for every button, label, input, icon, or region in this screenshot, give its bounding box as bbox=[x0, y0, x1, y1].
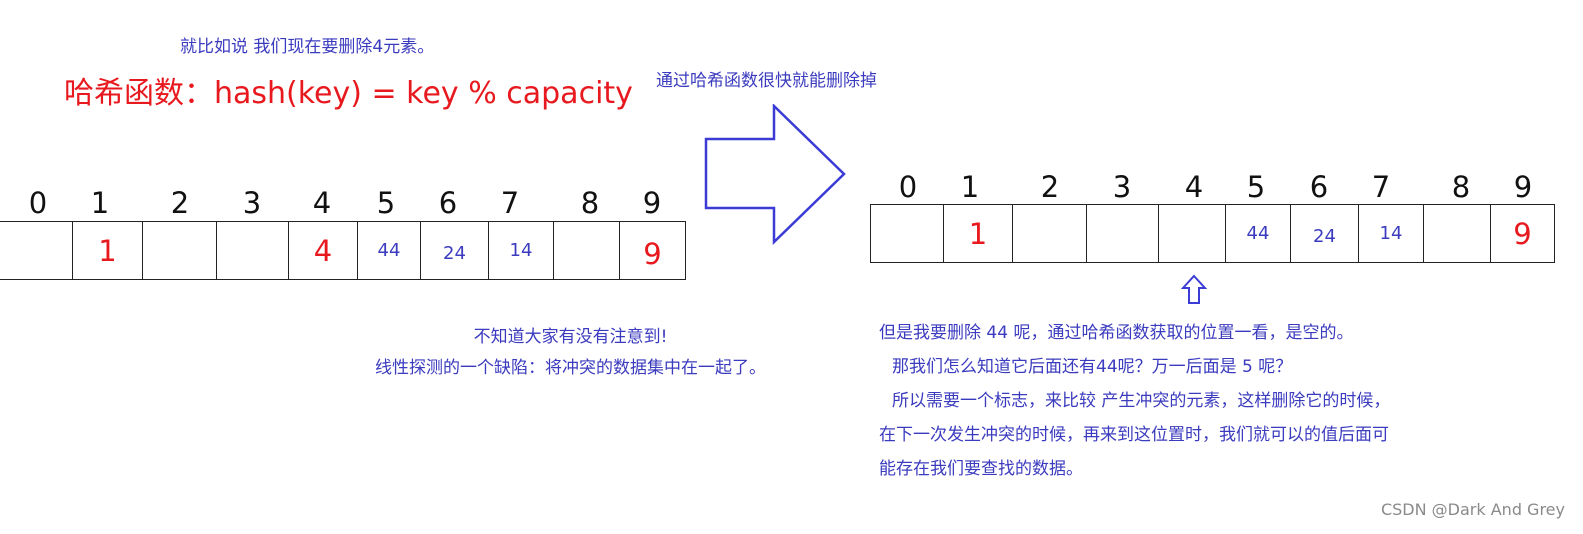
up-arrow-icon bbox=[1181, 274, 1207, 304]
left-slot-4: 4 bbox=[288, 221, 358, 280]
left-slot-9: 9 bbox=[619, 221, 686, 280]
left-index: 0 bbox=[28, 186, 48, 220]
left-index: 2 bbox=[170, 186, 190, 220]
right-index: 1 bbox=[960, 170, 980, 204]
right-index: 2 bbox=[1040, 170, 1060, 204]
right-index: 9 bbox=[1513, 170, 1533, 204]
left-index: 5 bbox=[376, 186, 396, 220]
middle-note-line: 线性探测的一个缺陷：将冲突的数据集中在一起了。 bbox=[375, 358, 766, 378]
left-slot-8 bbox=[553, 221, 620, 280]
left-slot-5: 44 bbox=[357, 221, 421, 280]
right-slot-2 bbox=[1012, 204, 1087, 263]
right-hash-table: 1 44 24 14 9 bbox=[870, 204, 1555, 263]
left-index: 7 bbox=[500, 186, 520, 220]
right-slot-1: 1 bbox=[943, 204, 1013, 263]
right-index: 5 bbox=[1246, 170, 1266, 204]
right-note: 但是我要删除 44 呢，通过哈希函数获取的位置一看，是空的。 那我们怎么知道它后… bbox=[879, 316, 1390, 486]
left-slot-7: 14 bbox=[488, 221, 554, 280]
hash-formula: 哈希函数：hash(key) = key % capacity bbox=[64, 76, 633, 111]
left-slot-1: 1 bbox=[72, 221, 143, 280]
top-note: 就比如说 我们现在要删除4元素。 bbox=[180, 37, 435, 57]
left-index: 8 bbox=[580, 186, 600, 220]
left-slot-6: 24 bbox=[420, 221, 489, 280]
right-note-line: 那我们怎么知道它后面还有44呢？万一后面是 5 呢？ bbox=[892, 357, 1293, 377]
middle-note: 不知道大家有没有注意到! 线性探测的一个缺陷：将冲突的数据集中在一起了。 bbox=[375, 322, 766, 384]
right-index: 7 bbox=[1371, 170, 1391, 204]
right-slot-6: 24 bbox=[1290, 204, 1359, 263]
left-slot-2 bbox=[142, 221, 217, 280]
left-index: 3 bbox=[242, 186, 262, 220]
right-index: 0 bbox=[898, 170, 918, 204]
right-slot-3 bbox=[1086, 204, 1159, 263]
middle-note-line: 不知道大家有没有注意到! bbox=[473, 327, 668, 347]
left-slot-0 bbox=[0, 221, 73, 280]
right-slot-4 bbox=[1158, 204, 1226, 263]
right-note-line: 但是我要删除 44 呢，通过哈希函数获取的位置一看，是空的。 bbox=[879, 323, 1354, 343]
left-slot-3 bbox=[216, 221, 289, 280]
right-index: 3 bbox=[1112, 170, 1132, 204]
arrow-label: 通过哈希函数很快就能删除掉 bbox=[656, 71, 877, 91]
right-index: 8 bbox=[1451, 170, 1471, 204]
right-note-line: 能存在我们要查找的数据。 bbox=[879, 459, 1083, 479]
right-arrow-icon bbox=[704, 104, 846, 245]
right-index: 4 bbox=[1184, 170, 1204, 204]
left-index: 9 bbox=[642, 186, 662, 220]
right-slot-5: 44 bbox=[1225, 204, 1291, 263]
watermark: CSDN @Dark And Grey bbox=[1380, 500, 1565, 519]
right-slot-8 bbox=[1423, 204, 1491, 263]
right-slot-9: 9 bbox=[1490, 204, 1555, 263]
right-slot-0 bbox=[870, 204, 944, 263]
right-note-line: 在下一次发生冲突的时候，再来到这位置时，我们就可以的值后面可 bbox=[879, 425, 1389, 445]
right-slot-7: 14 bbox=[1358, 204, 1424, 263]
left-index: 1 bbox=[90, 186, 110, 220]
right-note-line: 所以需要一个标志，来比较 产生冲突的元素，这样删除它的时候， bbox=[892, 391, 1391, 411]
right-index: 6 bbox=[1309, 170, 1329, 204]
left-index: 4 bbox=[312, 186, 332, 220]
left-index: 6 bbox=[438, 186, 458, 220]
left-hash-table: 1 4 44 24 14 9 bbox=[0, 221, 686, 280]
